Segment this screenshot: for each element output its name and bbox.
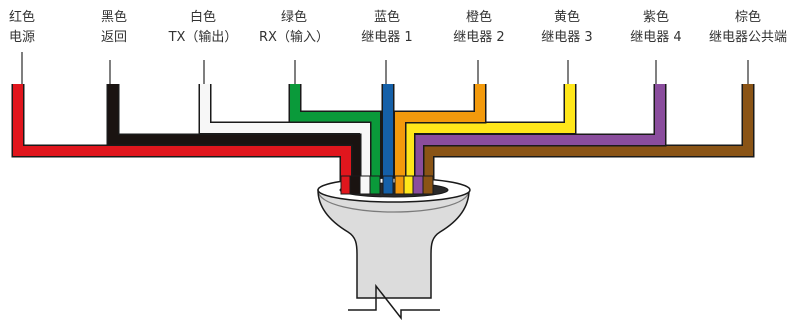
label-red-color: 红色 — [8, 10, 35, 25]
label-blue-function: 继电器 1 — [361, 30, 413, 45]
wire-brown — [421, 84, 755, 193]
label-black-color: 黑色 — [100, 10, 127, 25]
leader-lines — [21, 52, 749, 84]
wire-orange — [393, 84, 487, 193]
wire-ends — [340, 175, 434, 195]
label-white: 白色 TX（输出） — [143, 8, 263, 48]
wire-yellow — [402, 84, 577, 193]
wire-red — [11, 84, 353, 193]
label-green-function: RX（输入） — [259, 30, 329, 45]
label-green-color: 绿色 — [280, 10, 307, 25]
label-white-color: 白色 — [189, 10, 216, 25]
wire-white — [198, 84, 372, 193]
label-green: 绿色 RX（输入） — [234, 8, 354, 48]
label-black: 黑色 返回 — [54, 8, 174, 48]
wire-green — [288, 84, 382, 193]
label-white-function: TX（输出） — [168, 30, 238, 45]
wire-black — [106, 84, 362, 193]
label-purple-color: 紫色 — [642, 10, 669, 25]
label-orange-function: 继电器 2 — [453, 30, 505, 45]
label-brown-function: 继电器公共端 — [708, 30, 787, 45]
label-black-function: 返回 — [100, 30, 127, 45]
cable-connector — [317, 177, 471, 299]
label-purple-function: 继电器 4 — [630, 30, 682, 45]
label-brown: 棕色 继电器公共端 — [688, 8, 795, 48]
label-brown-color: 棕色 — [734, 10, 761, 25]
label-red-function: 电源 — [8, 30, 35, 45]
cable-break-symbol — [348, 283, 440, 320]
label-red: 红色 电源 — [0, 8, 82, 48]
label-purple: 紫色 继电器 4 — [596, 8, 716, 48]
label-orange-color: 橙色 — [465, 10, 492, 25]
label-blue-color: 蓝色 — [373, 10, 400, 25]
label-yellow-color: 黄色 — [553, 10, 580, 25]
label-blue: 蓝色 继电器 1 — [327, 8, 447, 48]
label-yellow-function: 继电器 3 — [541, 30, 593, 45]
wire-purple — [411, 84, 667, 193]
label-orange: 橙色 继电器 2 — [419, 8, 539, 48]
label-yellow: 黄色 继电器 3 — [507, 8, 627, 48]
